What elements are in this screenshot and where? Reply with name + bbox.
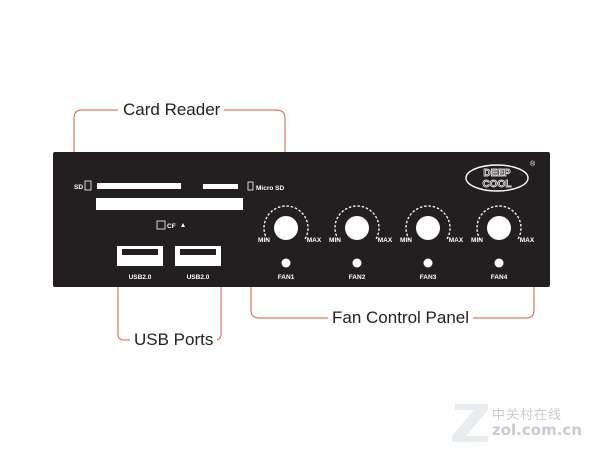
fan-1-min-label: MIN (258, 237, 270, 244)
fan-3-led (423, 258, 433, 268)
fan-3-knob[interactable] (416, 216, 440, 240)
fan-control-4: MIN MAX FAN4 (471, 205, 535, 281)
zol-watermark-logo (452, 404, 488, 442)
fan-4-led (494, 258, 504, 268)
fan-1-led (281, 258, 291, 268)
fan-4-min-label: MIN (471, 237, 483, 244)
fan-controls: MIN MAX FAN1 MIN MAX FAN2 MIN MAX FAN3 MIN MAX FAN4 (258, 205, 535, 281)
fan-4-knob[interactable] (487, 216, 511, 240)
fan-3-min-label: MIN (400, 237, 412, 244)
fan-1-dial-scale (263, 205, 309, 241)
fan-control-3: MIN MAX FAN3 (400, 205, 464, 281)
fan-4-max-label: MAX (520, 237, 535, 244)
card-reader-leader-right (220, 109, 286, 188)
fan-leader-right (470, 240, 535, 319)
cf-slot[interactable] (96, 198, 243, 210)
micro-sd-slot[interactable] (203, 184, 238, 189)
deepcool-logo: DEEP COOL ® (465, 160, 536, 192)
usb-ports-callout: USB Ports (130, 330, 218, 350)
fan-2-dial-scale (334, 205, 380, 241)
fan-1-label: FAN1 (278, 274, 295, 281)
micro-sd-card-icon (247, 181, 254, 191)
fan-control-2: MIN MAX FAN2 (329, 205, 393, 281)
fan-3-max-label: MAX (449, 237, 464, 244)
usb-port-2-tongue (180, 249, 216, 255)
watermark-chinese: 中关村在线 (492, 408, 563, 423)
card-reader-callout: Card Reader (119, 100, 225, 120)
usb-leader-left (117, 270, 130, 341)
card-reader-leader-left (73, 109, 118, 160)
card-reader: SD Micro SD CF (74, 180, 284, 230)
registered-mark: ® (530, 160, 536, 168)
cf-card-icon (156, 220, 166, 230)
micro-sd-label: Micro SD (256, 185, 284, 192)
usb-port-1-tongue (122, 249, 158, 255)
fan-4-dial-scale (476, 205, 522, 241)
front-panel (53, 152, 550, 287)
zol-z-icon (452, 404, 488, 442)
fan-control-1: MIN MAX FAN1 (258, 205, 322, 281)
fan-2-label: FAN2 (349, 274, 366, 281)
usb-port-1-label: USB2.0 (129, 274, 152, 281)
sd-card-icon (84, 180, 92, 191)
watermark-domain: zol.com.cn (492, 421, 582, 439)
fan-3-label: FAN3 (420, 274, 437, 281)
usb-ports: USB2.0 USB2.0 (117, 246, 221, 281)
usb-port-2-label: USB2.0 (187, 274, 210, 281)
fan-1-knob[interactable] (274, 216, 298, 240)
fan-leader-left (250, 240, 328, 319)
sd-slot[interactable] (97, 183, 181, 189)
sd-label: SD (74, 184, 83, 191)
fan-2-led (352, 258, 362, 268)
fan-2-max-label: MAX (378, 237, 393, 244)
cf-label: CF (167, 223, 176, 230)
logo-ellipse (465, 164, 529, 192)
fan-2-knob[interactable] (345, 216, 369, 240)
logo-line-1: DEEP (483, 168, 511, 179)
fan-3-dial-scale (405, 205, 451, 241)
fan-1-max-label: MAX (307, 237, 322, 244)
fan-control-panel-callout: Fan Control Panel (328, 308, 474, 328)
fan-2-min-label: MIN (329, 237, 341, 244)
logo-line-2: COOL (483, 179, 512, 190)
cf-arrow-icon (181, 223, 185, 227)
fan-4-label: FAN4 (491, 274, 508, 281)
